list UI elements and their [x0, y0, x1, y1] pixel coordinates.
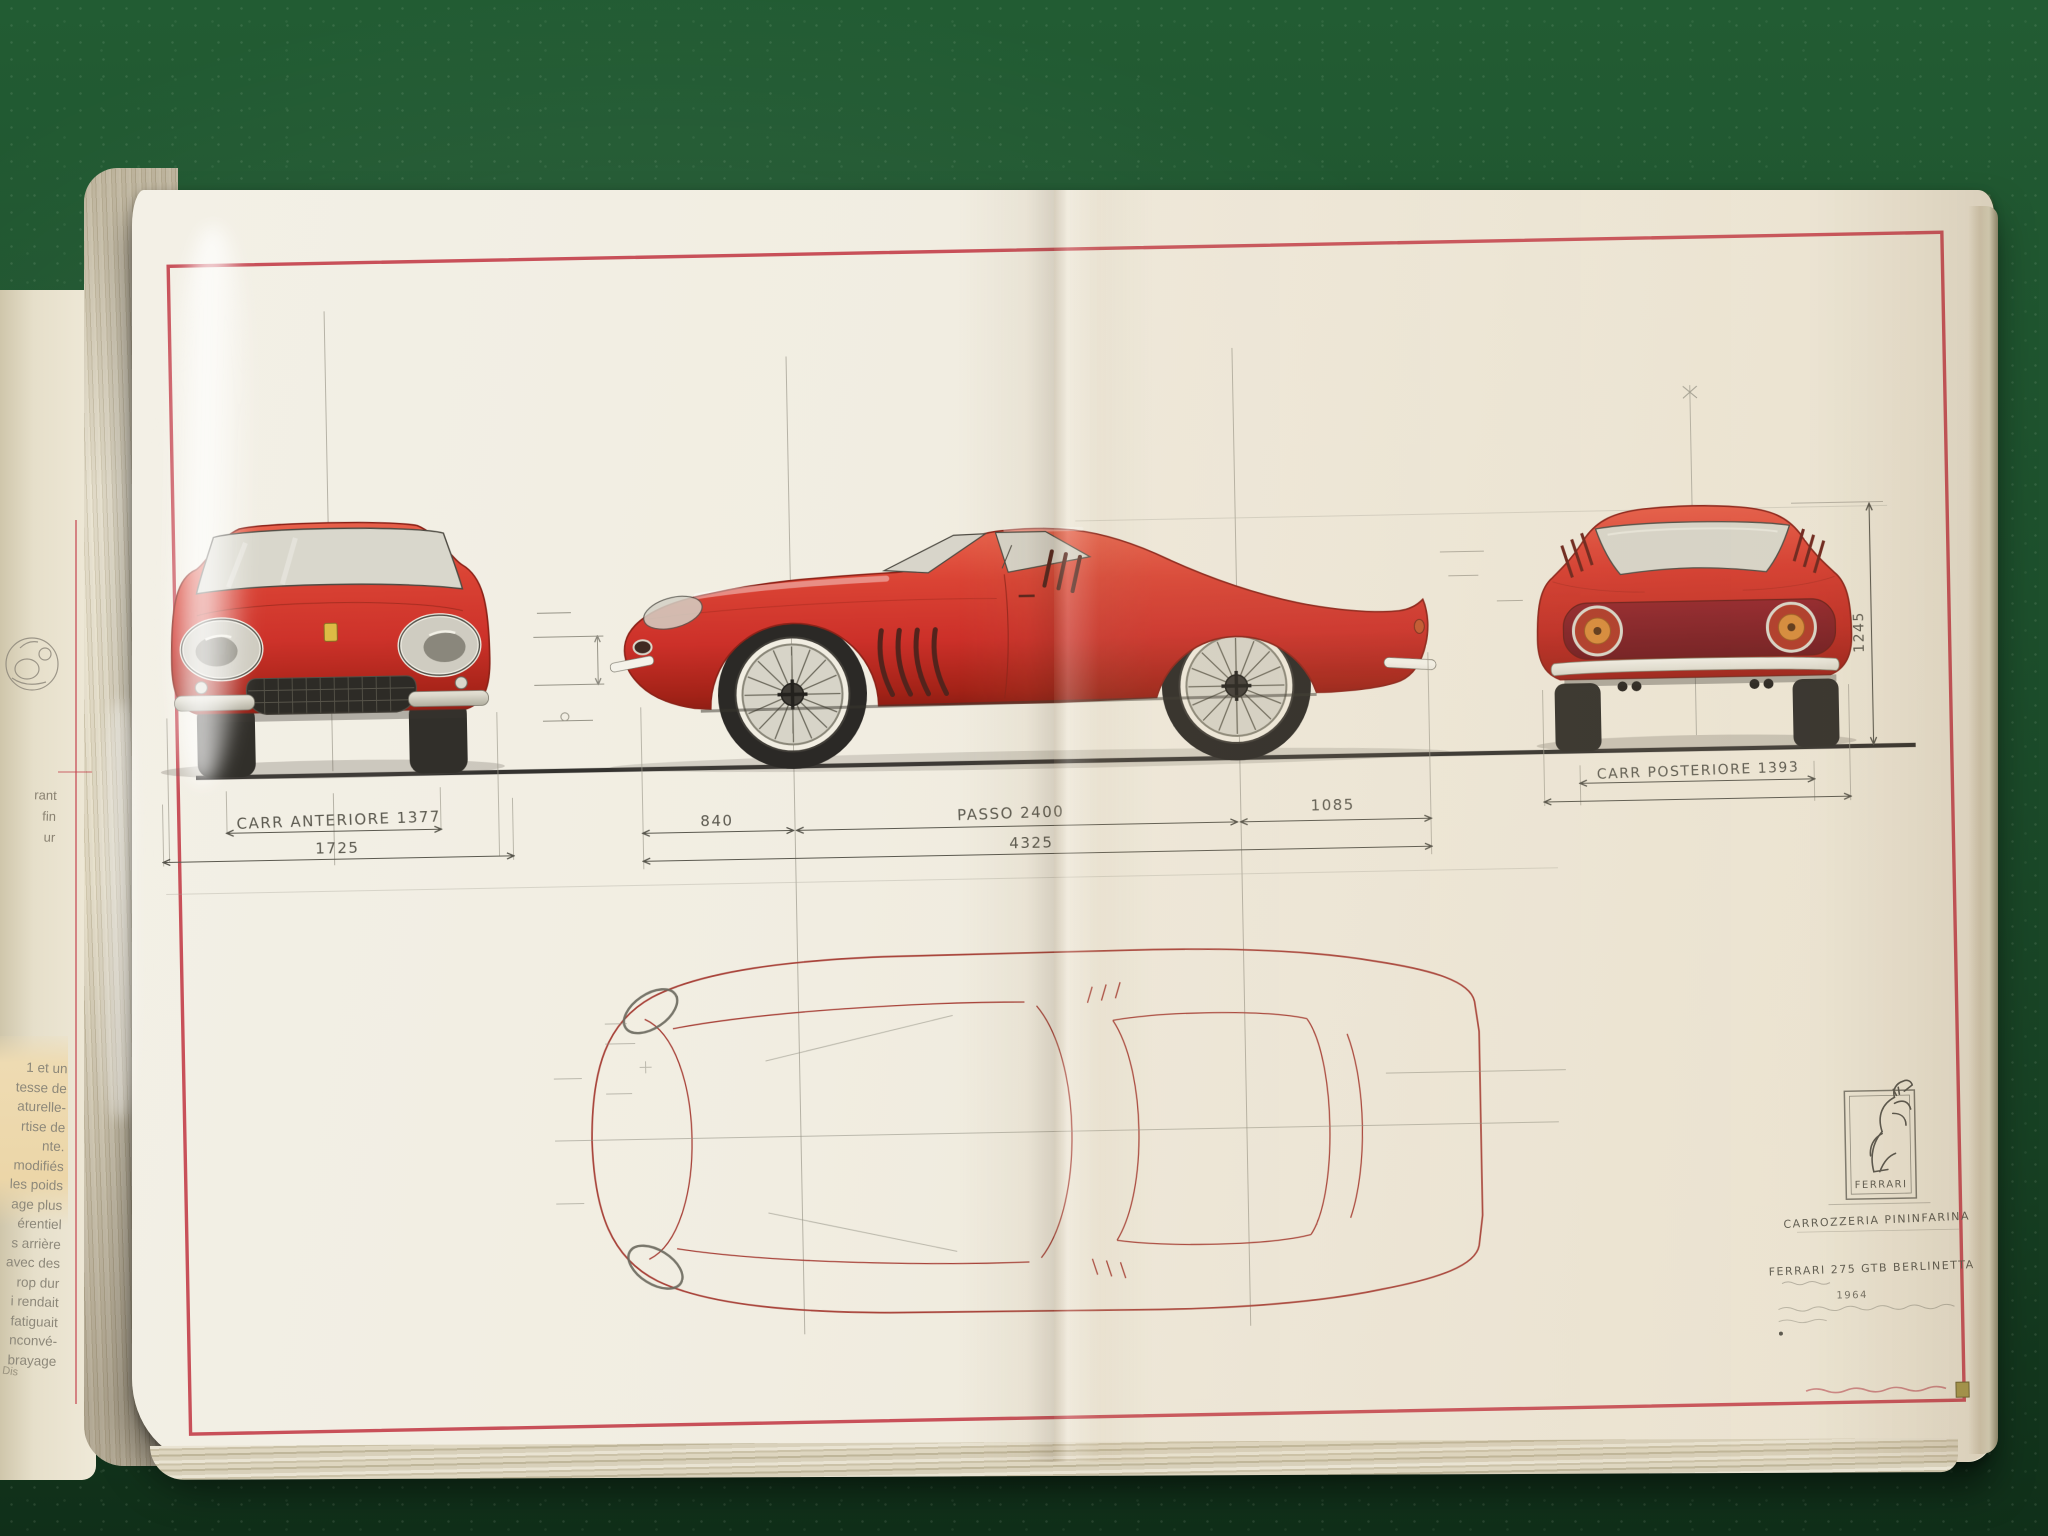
taillight-left — [1571, 605, 1623, 657]
right-page-edge — [1968, 206, 1998, 1454]
left-page-edge — [0, 290, 96, 1480]
front-view — [160, 521, 505, 779]
dim-wheelbase: PASSO 2400 — [957, 802, 1065, 824]
left-page-mechanical-sketch — [5, 637, 59, 691]
front-signal-right — [454, 676, 468, 690]
exhaust-tips — [1617, 678, 1774, 692]
red-plate-frame — [166, 230, 1967, 1436]
side-windshield — [881, 532, 988, 574]
ferrari-nose-badge — [323, 622, 338, 642]
side-headlight-cover — [643, 595, 703, 630]
left-page-tan-sidebar — [0, 1036, 68, 1226]
front-bumperette-right — [408, 690, 489, 708]
side-driving-light — [632, 639, 653, 656]
taillight-right — [1765, 601, 1817, 653]
dim-front-overhang: 840 — [700, 812, 733, 831]
door-cut-line — [1003, 574, 1009, 699]
dim-front-track: CARR ANTERIORE 1377 — [236, 807, 441, 832]
dim-overall-width: 1725 — [315, 839, 360, 858]
plan-view — [553, 948, 1566, 1314]
side-view — [609, 526, 1450, 772]
rear-view — [1536, 504, 1857, 752]
side-door-glass — [994, 530, 1092, 573]
rear-panel — [1562, 598, 1837, 660]
right-page-tint — [1054, 190, 1994, 1462]
rear-sail-vents — [1560, 528, 1826, 578]
photo-glare-small — [96, 700, 142, 1120]
dim-rear-overhang: 1085 — [1310, 796, 1355, 815]
fender-vents — [877, 627, 950, 698]
ground-line — [195, 742, 1916, 780]
rear-bumper — [1550, 656, 1840, 677]
red-credit-handwriting — [1805, 1385, 1947, 1394]
side-body — [623, 527, 1429, 710]
dim-rear-track: CARR POSTERIORE 1393 — [1597, 759, 1800, 782]
left-page-red-rule — [58, 520, 92, 1404]
dim-height: 1245 — [1851, 611, 1868, 653]
illegible-handwriting — [1778, 1303, 1955, 1312]
rear-window — [1594, 521, 1791, 576]
front-headlight-right — [397, 613, 482, 678]
side-taillight — [1413, 618, 1425, 634]
side-front-bumperette — [609, 655, 655, 673]
dimension-annotations: CARR ANTERIORE 1377 1725 840 PASSO 2400 … — [162, 501, 1884, 870]
wire-wheel-front — [725, 627, 860, 762]
dim-overall-length: 4325 — [1009, 833, 1054, 852]
logo-text: FERRARI — [1855, 1179, 1908, 1191]
front-grille — [245, 675, 417, 716]
sail-panel-vents — [1042, 549, 1082, 594]
prancing-horse-icon — [1869, 1079, 1914, 1173]
year-caption: 1964 — [1836, 1290, 1868, 1302]
side-rear-bumperette — [1383, 657, 1437, 670]
